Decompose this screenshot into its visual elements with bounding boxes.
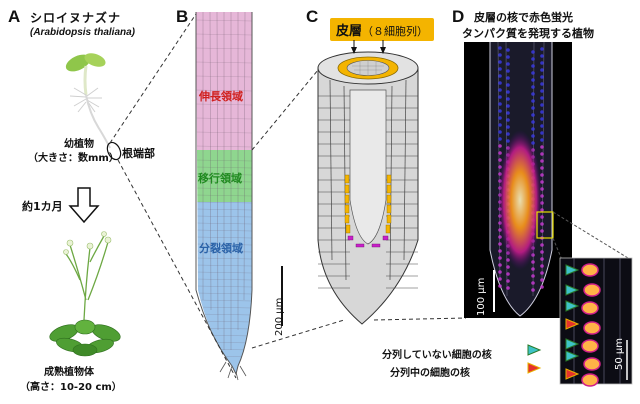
panel-b-letter: B xyxy=(176,7,189,26)
scale-bar-inset-label: 50 μm xyxy=(614,337,625,370)
cortex-count: （８細胞列） xyxy=(362,25,429,38)
zone-transition-label: 移行領域 xyxy=(198,172,242,185)
panel-a-title: シロイヌナズナ xyxy=(30,11,122,25)
scale-bar-d-label: 100 μm xyxy=(476,277,487,316)
seedling-size: （大きさ：数mm） xyxy=(28,153,119,164)
growth-arrow-label: 約1カ月 xyxy=(22,200,63,213)
seedling-label: 幼植物 xyxy=(64,139,94,150)
zone-elongation-label: 伸長領域 xyxy=(199,90,243,103)
cortex-label: 皮層 xyxy=(336,24,363,39)
root-tip-label: 根端部 xyxy=(122,147,155,160)
cortex-label-box: 皮層（８細胞列） xyxy=(330,18,435,41)
zone-division-label: 分裂領域 xyxy=(199,242,243,255)
legend-dividing: 分列中の細胞の核 xyxy=(390,368,470,379)
mature-label: 成熟植物体 xyxy=(44,367,94,378)
panel-a-letter: A xyxy=(8,7,21,26)
panel-d-title-line1: 皮層の核で赤色蛍光 xyxy=(474,11,573,24)
scale-bar-b-label: 200 μm xyxy=(274,297,285,336)
panel-d-letter: D xyxy=(452,7,465,26)
panel-c-letter: C xyxy=(306,7,319,26)
panel-d-title-line2: タンパク質を発現する植物 xyxy=(462,27,594,40)
panel-a-species: (Arabidopsis thaliana) xyxy=(30,27,136,38)
legend-nondividing: 分列していない細胞の核 xyxy=(382,350,492,361)
mature-size: （高さ：10-20 cm） xyxy=(20,382,122,393)
